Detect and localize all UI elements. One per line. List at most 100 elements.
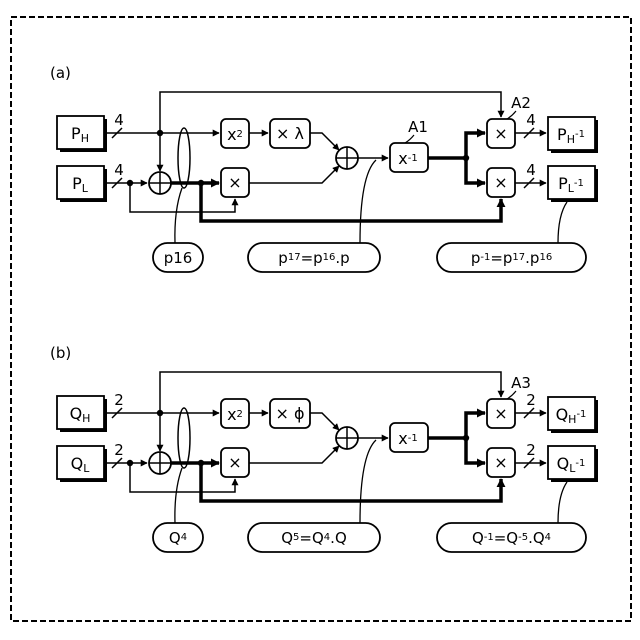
xor-gate-2	[336, 147, 358, 169]
panel-b: (b)QHQL22x2× ϕ×x-1××A322QH-1QL-1Q4Q5=Q4.…	[50, 344, 598, 552]
text-part: Q	[70, 404, 83, 423]
text-part: Q	[71, 454, 84, 473]
text-part: 17	[512, 252, 525, 263]
input-box-h: PH	[57, 116, 107, 152]
scale-label: × ϕ	[275, 404, 304, 423]
bus-width-low-label: 2	[114, 441, 124, 459]
wire-mult-to-xor2	[249, 446, 339, 463]
group-ellipse	[178, 128, 190, 188]
wire-branch-bottom	[466, 438, 485, 463]
wire-mult-to-xor2	[249, 166, 339, 183]
text-part: p16	[164, 249, 193, 267]
wire-feedback-top	[160, 372, 501, 413]
text-part: -1	[408, 153, 418, 164]
text-part: .p	[335, 249, 349, 267]
mult-label: ×	[228, 173, 241, 192]
text-part: 16	[539, 252, 552, 263]
xor-gate-1	[149, 172, 171, 194]
annotation-a1: A1	[408, 118, 428, 136]
wire-feedback-top	[160, 92, 501, 133]
callout-leader-3	[558, 202, 567, 243]
bus-width-high-label: 2	[114, 391, 124, 409]
text-part: -1	[574, 178, 584, 189]
text-part: L	[82, 182, 89, 195]
output-box-h: QH-1	[548, 397, 598, 433]
input-box-l: QL	[57, 446, 107, 482]
scale-label: × λ	[276, 124, 304, 143]
text-part: 4	[545, 532, 551, 543]
text-part: =Q	[299, 529, 323, 547]
wire-scale-to-xor2	[310, 133, 339, 150]
bus-width-low-label: 4	[114, 161, 124, 179]
callout-text-1: p16	[164, 249, 193, 267]
text-part: .Q	[528, 529, 545, 547]
annotation-a2-leader	[507, 111, 516, 119]
text-part: P	[72, 174, 82, 193]
callout-leader-2	[360, 440, 376, 523]
group-ellipse	[178, 408, 190, 468]
text-part: 16	[323, 252, 336, 263]
text-part: x	[227, 405, 236, 424]
text-part: .p	[525, 249, 539, 267]
text-part: H	[568, 413, 576, 426]
callout-text-2: Q5=Q4.Q	[281, 529, 347, 547]
text-part: H	[567, 133, 575, 146]
wire-scale-to-xor2	[310, 413, 339, 430]
text-part: p	[471, 249, 481, 267]
out-width-low-label: 4	[526, 161, 536, 179]
panel-label: (b)	[50, 344, 71, 362]
out-width-low-label: 2	[526, 441, 536, 459]
out-width-high-label: 2	[526, 391, 536, 409]
text-part: Q	[281, 529, 293, 547]
out-mult-bottom-label: ×	[494, 453, 507, 472]
text-part: -1	[575, 458, 585, 469]
annotation-a2: A3	[511, 374, 531, 392]
out-mult-top-label: ×	[494, 404, 507, 423]
text-part: -1	[480, 252, 490, 263]
text-part: p	[278, 249, 288, 267]
text-part: Q	[169, 529, 181, 547]
out-mult-bottom-label: ×	[494, 173, 507, 192]
text-part: L	[83, 462, 90, 475]
text-part: P	[71, 124, 81, 143]
text-part: Q	[556, 405, 569, 424]
xor-gate-1	[149, 452, 171, 474]
output-box-h: PH-1	[548, 117, 598, 153]
text-part: .Q	[330, 529, 347, 547]
text-part: 2	[237, 129, 243, 140]
text-part: 4	[181, 532, 187, 543]
text-part: -1	[484, 532, 494, 543]
text-part: Q	[472, 529, 484, 547]
text-part: =p	[490, 249, 512, 267]
out-width-high-label: 4	[526, 111, 536, 129]
text-part: x	[398, 149, 407, 168]
text-part: -5	[518, 532, 528, 543]
annotation-a2: A2	[511, 94, 531, 112]
text-part: P	[558, 174, 568, 193]
text-part: x	[227, 125, 236, 144]
text-part: -1	[575, 129, 585, 140]
wire-branch-top	[466, 133, 485, 158]
text-part: 2	[237, 409, 243, 420]
text-part: =Q	[494, 529, 518, 547]
callout-leader-2	[360, 160, 376, 243]
text-part: Q	[557, 454, 570, 473]
text-part: x	[398, 429, 407, 448]
text-part: H	[82, 412, 90, 425]
text-part: =p	[301, 249, 323, 267]
output-box-l: PL-1	[548, 166, 598, 202]
bus-width-high-label: 4	[114, 111, 124, 129]
output-box-l: QL-1	[548, 446, 598, 482]
annotation-a1-leader	[405, 135, 414, 143]
callout-leader-3	[558, 482, 567, 523]
callout-leader-1	[175, 188, 182, 243]
panel-a: (a)PHPL44x2× λ×x-1A1××A244PH-1PL-1p16p17…	[50, 64, 598, 272]
text-part: -1	[408, 433, 418, 444]
annotation-a2-leader	[507, 391, 516, 399]
text-part: 17	[288, 252, 301, 263]
out-mult-top-label: ×	[494, 124, 507, 143]
wire-branch-bottom	[466, 158, 485, 183]
panel-label: (a)	[50, 64, 71, 82]
callout-leader-1	[175, 468, 182, 523]
